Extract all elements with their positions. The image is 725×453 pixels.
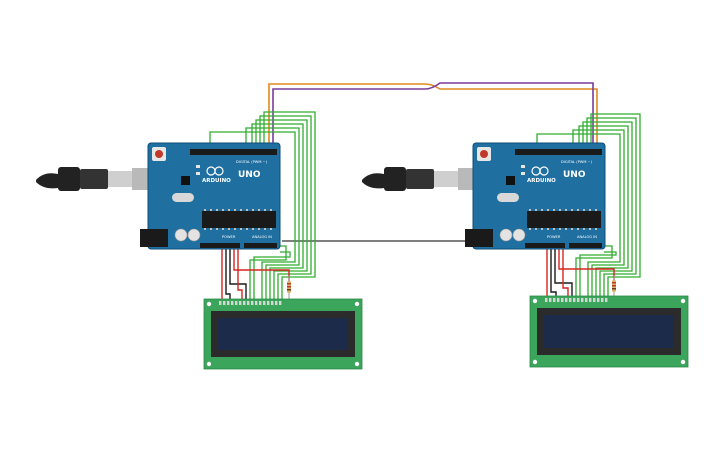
analog-header-right[interactable]: [569, 243, 602, 248]
uno-label-right: UNO: [563, 170, 586, 180]
resistor-left[interactable]: [287, 276, 291, 300]
right-board-power-wires[interactable]: [546, 248, 615, 297]
arduino-logo-right: ARDUINO: [527, 178, 556, 184]
uno-label-left: UNO: [238, 170, 261, 180]
lcd-screen-left: [218, 318, 348, 350]
atmega-chip-right: [527, 211, 601, 228]
serial-wire-orange[interactable]: [268, 83, 598, 150]
arduino-logo-left: ARDUINO: [202, 178, 231, 184]
serial-wire-purple[interactable]: [272, 82, 594, 150]
lcd-pin-header-left: [219, 301, 282, 305]
analog-header-left[interactable]: [244, 243, 277, 248]
atmega-chip-left: [202, 211, 276, 228]
digital-header-right[interactable]: [515, 149, 602, 155]
lcd-screen-right: [544, 315, 674, 348]
usb-cable-left[interactable]: [36, 167, 166, 191]
lcd-pin-header-right: [545, 298, 608, 302]
analog-header-label-right: ANALOG IN: [577, 235, 597, 239]
lcd-display-right[interactable]: [529, 295, 689, 368]
digital-header-label-right: DIGITAL (PWM ~): [561, 160, 593, 164]
power-header-label-right: POWER: [547, 235, 561, 239]
digital-header-left[interactable]: [190, 149, 277, 155]
lcd-display-left[interactable]: [203, 298, 363, 370]
digital-header-label-left: DIGITAL (PWM ~): [236, 160, 268, 164]
resistor-right[interactable]: [612, 276, 616, 297]
power-jack-right[interactable]: [465, 229, 493, 247]
arduino-board-left[interactable]: DIGITAL (PWM ~) ARDUINO UNO POWER ANALOG…: [36, 142, 281, 250]
analog-header-label-left: ANALOG IN: [252, 235, 272, 239]
power-header-right[interactable]: [525, 243, 565, 248]
power-header-label-left: POWER: [222, 235, 236, 239]
power-jack-left[interactable]: [140, 229, 168, 247]
arduino-board-right[interactable]: DIGITAL (PWM ~) ARDUINO UNO POWER ANALOG…: [362, 142, 606, 250]
left-board-lcd-data-wires[interactable]: [209, 111, 316, 300]
power-header-left[interactable]: [200, 243, 240, 248]
